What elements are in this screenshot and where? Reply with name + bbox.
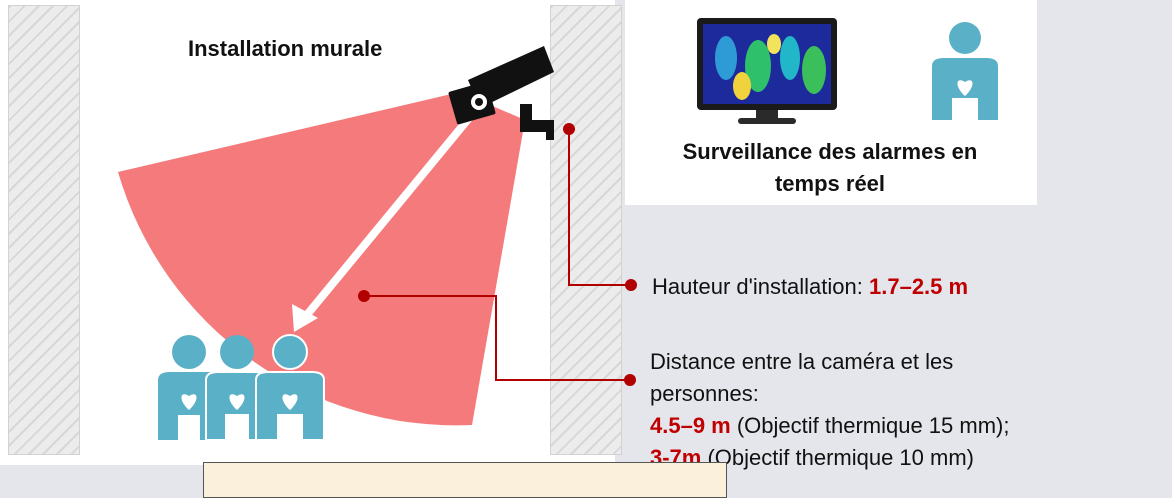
person-icon-1	[158, 335, 220, 440]
viewing-direction-arrow	[292, 108, 478, 332]
lens-15mm-text: (Objectif thermique 15 mm);	[730, 413, 1010, 438]
person-icon	[932, 22, 998, 120]
installation-height-text: Hauteur d'installation: 1.7–2.5 m	[652, 271, 968, 303]
alarm-monitoring-title: Surveillance des alarmes en temps réel	[635, 136, 1025, 200]
thermal-monitor-icon	[697, 18, 837, 124]
camera-distance-text: Distance entre la caméra et les personne…	[650, 346, 1009, 474]
caption-box	[203, 462, 727, 498]
alarm-monitoring-title-line1: Surveillance des alarmes en	[682, 139, 978, 164]
distance-line1: Distance entre la caméra et les	[650, 349, 954, 374]
installation-height-value: 1.7–2.5 m	[869, 274, 969, 299]
camera-icon	[448, 46, 554, 140]
lens-10mm-line: 3-7m (Objectif thermique 10 mm)	[650, 442, 1009, 474]
person-icon-3	[255, 334, 325, 441]
alarm-monitoring-title-line2: temps réel	[774, 171, 886, 196]
lens-15mm-line: 4.5–9 m (Objectif thermique 15 mm);	[650, 410, 1009, 442]
left-wall	[8, 5, 80, 455]
people-group-icon	[158, 334, 325, 441]
lens-15mm-distance: 4.5–9 m	[650, 413, 731, 438]
person-icon-2	[205, 335, 269, 441]
installation-height-label: Hauteur d'installation:	[652, 274, 869, 299]
distance-leader-line	[358, 290, 636, 386]
distance-line2: personnes:	[650, 381, 759, 406]
height-leader-line	[563, 123, 637, 291]
wall-mount-title: Installation murale	[188, 36, 383, 61]
lens-10mm-text: (Objectif thermique 10 mm)	[701, 445, 974, 470]
